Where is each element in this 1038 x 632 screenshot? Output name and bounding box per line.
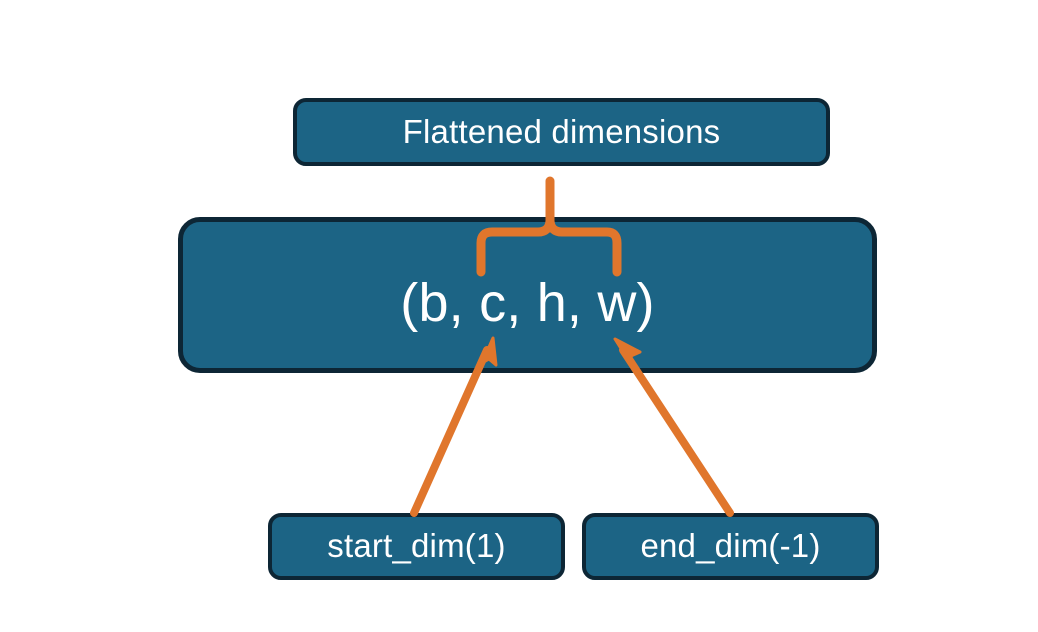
flattened-dimensions-box: Flattened dimensions <box>293 98 830 166</box>
tensor-shape-label: (b, c, h, w) <box>400 273 655 334</box>
start-dim-arrow-line <box>410 346 491 517</box>
end-dim-label: end_dim(-1) <box>640 527 821 565</box>
end-dim-arrow-line <box>619 346 734 517</box>
start-dim-box: start_dim(1) <box>268 513 565 580</box>
flattened-dimensions-label: Flattened dimensions <box>402 112 721 150</box>
start-dim-label: start_dim(1) <box>327 527 506 565</box>
end-dim-box: end_dim(-1) <box>582 513 879 580</box>
tensor-shape-box: (b, c, h, w) <box>178 217 877 373</box>
